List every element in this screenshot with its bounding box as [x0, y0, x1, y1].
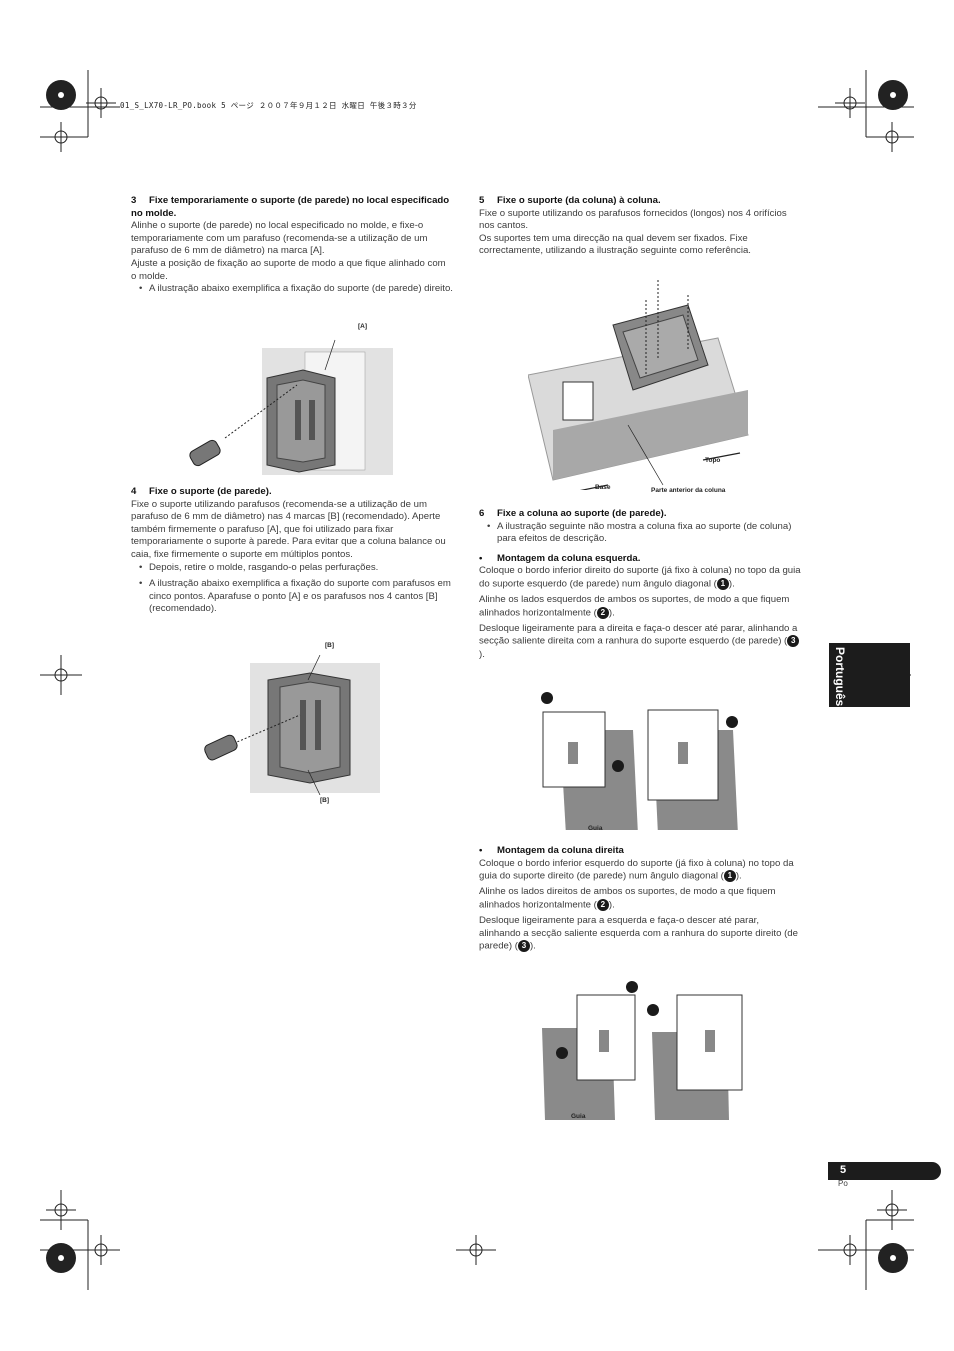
step-marker-1: 1 [723, 870, 736, 883]
step6-heading: 6 Fixe a coluna ao suporte (de parede). [479, 508, 801, 521]
right-mount-p3: Desloque ligeiramente para a esquerda e … [479, 915, 801, 953]
left-mount-p2-text: Alinhe os lados esquerdos de ambos os su… [479, 594, 790, 619]
step5-heading: 5 Fixe o suporte (da coluna) à coluna. [479, 195, 801, 208]
step3-title: Fixe temporariamente o suporte (de pared… [131, 195, 450, 219]
speaker-bracket-illustration [528, 280, 749, 490]
left-mount-p3-end: ). [479, 648, 485, 660]
step4-heading: 4 Fixe o suporte (de parede). [131, 486, 453, 499]
step-marker-2: 2 [596, 606, 609, 619]
language-side-tab: Português [829, 643, 910, 707]
left-mount-p1: Coloque o bordo inferior direito do supo… [479, 565, 801, 591]
step3-bullet: A ilustração abaixo exemplifica a fixaçã… [131, 283, 453, 296]
right-mount-p1: Coloque o bordo inferior esquerdo do sup… [479, 858, 801, 884]
right-mount-p2-end: ). [608, 899, 615, 911]
left-mount-p1-end: ). [728, 578, 735, 590]
step4-bullet1: Depois, retire o molde, rasgando-o pelas… [131, 562, 453, 575]
right-mount-p1-end: ). [735, 870, 742, 882]
left-mount-p3: Desloque ligeiramente para a direita e f… [479, 623, 801, 661]
step5-number: 5 [479, 195, 485, 206]
language-tab-label: Português [833, 647, 847, 707]
right-mount-p2-text: Alinhe os lados direitos de ambos os sup… [479, 886, 776, 911]
left-mount-p1-text: Coloque o bordo inferior direito do supo… [479, 565, 801, 590]
right-column: 5 Fixe o suporte (da coluna) à coluna. Fi… [479, 195, 801, 258]
right-column-step6: 6 Fixe a coluna ao suporte (de parede). A… [479, 508, 801, 661]
step-marker-1: 1 [716, 577, 729, 590]
right-mount-p1-text: Coloque o bordo inferior esquerdo do sup… [479, 857, 794, 882]
step6-bullet: A ilustração seguinte não mostra a colun… [479, 521, 801, 546]
left-mount-illustration [541, 692, 738, 830]
step6-title: Fixe a coluna ao suporte (de parede). [497, 508, 667, 519]
step3-para1: Alinhe o suporte (de parede) no local es… [131, 220, 428, 257]
label-b-top: [B] [325, 642, 335, 649]
file-header: 01_S_LX70-LR_PO.book 5 ページ ２００７年９月１２日 水曜… [120, 101, 417, 110]
right-mount-p3-end: ). [529, 940, 536, 952]
step-marker-3: 3 [517, 940, 530, 953]
left-mount-title: Montagem da coluna esquerda. [479, 553, 801, 566]
right-mount-illustration [542, 981, 743, 1120]
left-mount-p2: Alinhe os lados esquerdos de ambos os su… [479, 594, 801, 620]
step5-title: Fixe o suporte (da coluna) à coluna. [497, 195, 661, 206]
step-marker-2: 2 [596, 898, 609, 911]
label-front: Parte anterior da coluna [651, 487, 726, 494]
label-guia-right: Guia [571, 1113, 586, 1120]
left-mount-p3-text: Desloque ligeiramente para a direita e f… [479, 622, 798, 647]
right-mount-p3-text: Desloque ligeiramente para a esquerda e … [479, 915, 798, 952]
step3-number: 3 [131, 195, 137, 206]
wall-bracket-illustration-b [204, 655, 380, 795]
label-topo: Topo [705, 457, 721, 464]
page-number-box: 5 [828, 1162, 941, 1180]
step-marker-3: 3 [787, 635, 800, 648]
label-guia-left: Guia [588, 825, 603, 832]
right-column-right-mount: Montagem da coluna direita Coloque o bor… [479, 845, 801, 953]
label-b-bottom: [B] [320, 797, 330, 804]
step4-para1: Fixe o suporte utilizando parafusos (rec… [131, 498, 446, 560]
left-column-step4: 4 Fixe o suporte (de parede). Fixe o supo… [131, 486, 453, 616]
right-mount-title: Montagem da coluna direita [479, 845, 801, 858]
step5-para1: Fixe o suporte utilizando os parafusos f… [479, 207, 787, 232]
page-lang-code: Po [838, 1179, 848, 1188]
label-base: Base [595, 484, 611, 491]
step4-bullet2: A ilustração abaixo exemplifica a fixaçã… [131, 578, 453, 616]
step4-title: Fixe o suporte (de parede). [149, 486, 272, 497]
step3-para2: Ajuste a posição de fixação ao suporte d… [131, 257, 446, 282]
step5-para2: Os suportes tem uma direcção na qual dev… [479, 232, 751, 257]
wall-bracket-illustration-a [189, 339, 393, 475]
left-mount-p2-end: ). [608, 607, 615, 619]
step6-number: 6 [479, 508, 485, 519]
page-number: 5 [840, 1164, 847, 1176]
step4-number: 4 [131, 486, 137, 497]
label-a: [A] [358, 323, 368, 330]
right-mount-p2: Alinhe os lados direitos de ambos os sup… [479, 886, 801, 912]
